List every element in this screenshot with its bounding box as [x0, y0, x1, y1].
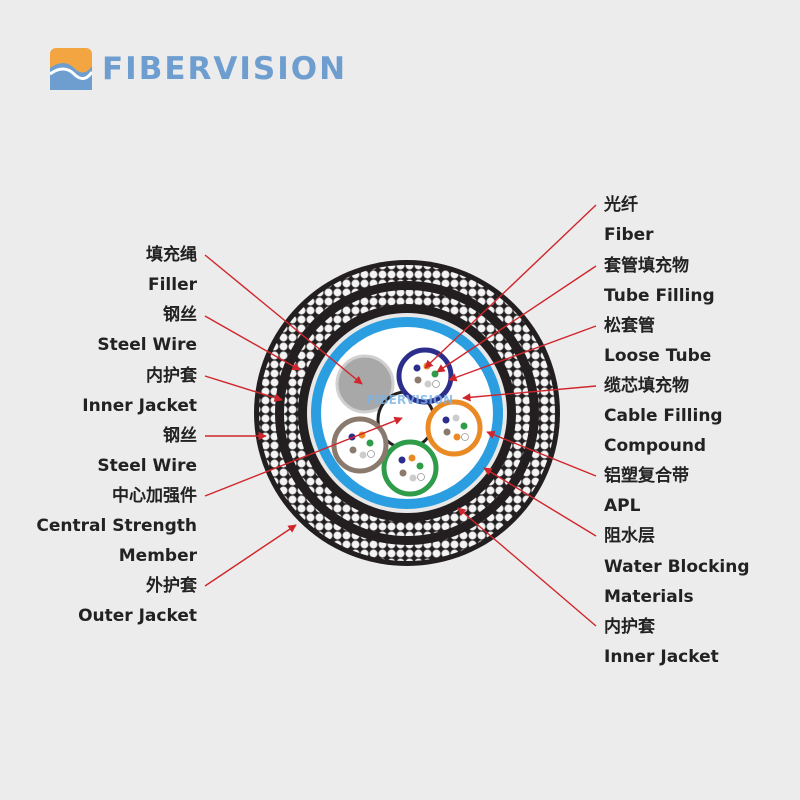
label-member-en: Member: [118, 546, 197, 566]
label-outer-jacket-en: Outer Jacket: [78, 606, 197, 626]
label-water-blocking-cn: 阻水层: [604, 526, 655, 546]
label-compound-en: Compound: [604, 436, 707, 456]
label-inner-jacket-right-cn: 内护套: [604, 617, 655, 637]
label-water-blocking-en: Water Blocking: [604, 557, 750, 577]
loose-tube-green: [381, 439, 439, 497]
label-cable-filling-en: Cable Filling: [604, 406, 723, 426]
arrow-outer-jacket: [204, 524, 297, 587]
arrow-cable-filling: [462, 385, 597, 402]
label-tube-filling-en: Tube Filling: [604, 286, 715, 306]
label-steel-wire-cn: 钢丝: [163, 305, 197, 325]
outer-steel-wire-ring: [259, 265, 555, 561]
arrow-steel-wire-inner: [204, 315, 301, 371]
filler-rope: [335, 354, 395, 414]
arrow-loose-tube: [448, 325, 597, 382]
label-outer-jacket-cn: 外护套: [146, 576, 197, 596]
arrow-water-blocking: [483, 467, 597, 537]
label-tube-filling-cn: 套管填充物: [604, 256, 689, 276]
label-filler-cn: 填充绳: [146, 245, 197, 265]
arrow-inner-jacket-right: [457, 507, 597, 627]
label-inner-jacket-en: Inner Jacket: [82, 396, 197, 416]
label-steel-wire-2-en: Steel Wire: [97, 456, 197, 476]
label-apl-cn: 铝塑复合带: [604, 466, 689, 486]
label-steel-wire-2-cn: 钢丝: [163, 426, 197, 446]
loose-tube-brown: [331, 416, 389, 474]
label-cable-filling-cn: 缆芯填充物: [604, 376, 689, 396]
label-inner-jacket-right-en: Inner Jacket: [604, 647, 719, 667]
arrow-apl: [486, 430, 597, 477]
label-inner-jacket-cn: 内护套: [146, 366, 197, 386]
center-watermark: FIBERVISION: [367, 393, 453, 407]
label-materials-en: Materials: [604, 587, 694, 607]
label-steel-wire-en: Steel Wire: [97, 335, 197, 355]
arrow-inner-jacket-left: [204, 375, 283, 402]
logo: FIBERVISION: [50, 48, 347, 90]
loose-tube-orange: [425, 399, 483, 457]
label-apl-en: APL: [604, 496, 641, 516]
logo-text: FIBERVISION: [102, 51, 348, 87]
label-central-strength-cn: 中心加强件: [112, 486, 197, 506]
arrow-tube-filling: [436, 265, 597, 373]
label-filler-en: Filler: [147, 275, 197, 295]
label-fiber-cn: 光纤: [604, 195, 638, 215]
loose-tube-blue: [396, 347, 454, 405]
inner-steel-wire-ring: [284, 290, 530, 536]
label-loose-tube-cn: 松套管: [604, 316, 655, 336]
arrow-fiber: [424, 204, 597, 369]
arrow-filler: [204, 254, 363, 385]
label-central-strength-en: Central Strength: [36, 516, 197, 536]
label-fiber-en: Fiber: [604, 225, 654, 245]
arrow-central-strength: [204, 416, 403, 497]
fibervision-logo-icon: [50, 48, 92, 90]
label-loose-tube-en: Loose Tube: [604, 346, 712, 366]
